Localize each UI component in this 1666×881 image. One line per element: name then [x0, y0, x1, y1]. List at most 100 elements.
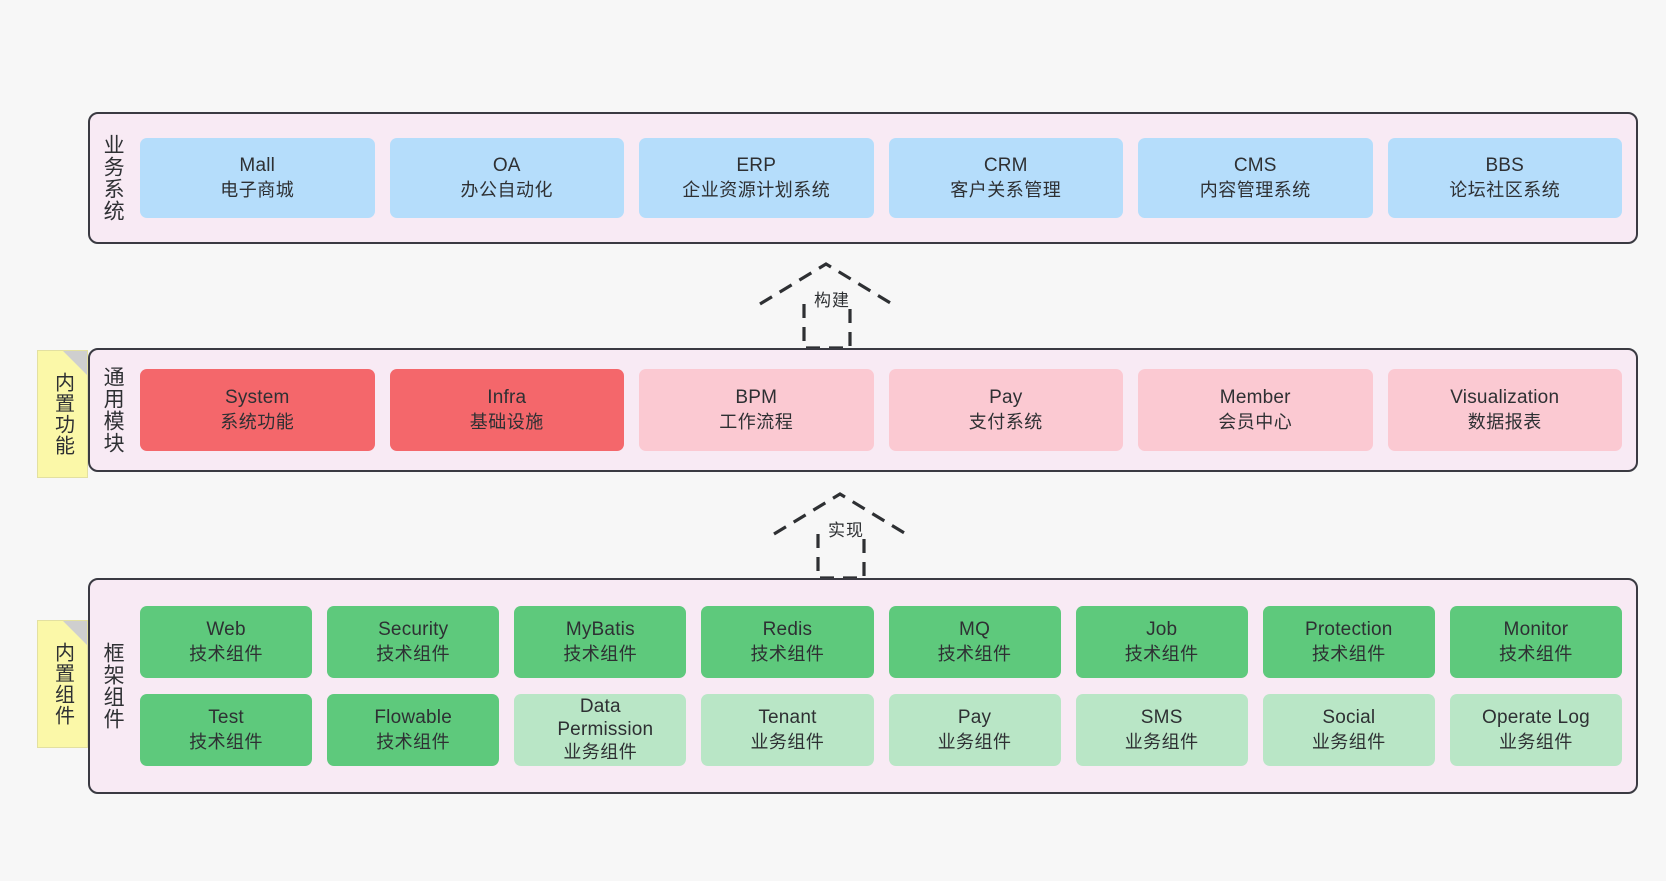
card-visualization-cn: 数据报表 — [1467, 411, 1542, 432]
card-web-cn: 技术组件 — [189, 643, 264, 664]
card-crm[interactable]: CRM 客户关系管理 — [888, 138, 1123, 218]
card-pay-module[interactable]: Pay 支付系统 — [888, 369, 1123, 451]
card-cms[interactable]: CMS 内容管理系统 — [1138, 138, 1373, 218]
card-mybatis-en: MyBatis — [565, 619, 635, 641]
card-flowable-en: Flowable — [374, 707, 452, 729]
card-protection-cn: 技术组件 — [1311, 643, 1386, 664]
card-job-en: Job — [1146, 619, 1178, 641]
card-erp[interactable]: ERP 企业资源计划系统 — [639, 138, 874, 218]
card-data-permission[interactable]: Data Permission 业务组件 — [514, 694, 687, 766]
card-flowable[interactable]: Flowable 技术组件 — [327, 694, 500, 766]
card-bbs-cn: 论坛社区系统 — [1449, 179, 1561, 200]
card-oa-en: OA — [492, 155, 521, 177]
build-arrowhead — [759, 262, 893, 306]
layer-title-business: 业务系统 — [101, 134, 125, 222]
card-sms-en: SMS — [1140, 707, 1183, 729]
card-erp-en: ERP — [736, 155, 777, 177]
framework-row-business: Test 技术组件 Flowable 技术组件 Data Permission … — [140, 694, 1622, 766]
card-job-cn: 技术组件 — [1124, 643, 1199, 664]
card-sms[interactable]: SMS 业务组件 — [1075, 694, 1248, 766]
card-mq-cn: 技术组件 — [937, 643, 1012, 664]
note-fold-corner-icon — [63, 351, 87, 375]
note-builtin-features-label: 内置功能 — [51, 372, 74, 456]
card-protection-en: Protection — [1305, 619, 1393, 641]
card-mall-cn: 电子商城 — [220, 179, 295, 200]
card-operate-log-cn: 业务组件 — [1498, 731, 1573, 752]
card-mybatis-cn: 技术组件 — [563, 643, 638, 664]
card-web[interactable]: Web 技术组件 — [140, 606, 313, 678]
card-mall[interactable]: Mall 电子商城 — [140, 138, 375, 218]
card-tenant-en: Tenant — [758, 707, 817, 729]
card-bbs[interactable]: BBS 论坛社区系统 — [1387, 138, 1622, 218]
card-member-en: Member — [1219, 387, 1291, 409]
card-job[interactable]: Job 技术组件 — [1075, 606, 1248, 678]
note-builtin-features: 内置功能 — [37, 350, 88, 478]
card-monitor-cn: 技术组件 — [1498, 643, 1573, 664]
card-pay-component-en: Pay — [957, 707, 992, 729]
layer-body-framework: Web 技术组件 Security 技术组件 MyBatis 技术组件 Redi… — [134, 580, 1636, 792]
card-test-cn: 技术组件 — [189, 731, 264, 752]
card-operate-log[interactable]: Operate Log 业务组件 — [1449, 694, 1622, 766]
card-security-en: Security — [378, 619, 449, 641]
card-protection[interactable]: Protection 技术组件 — [1262, 606, 1435, 678]
card-pay-module-en: Pay — [989, 387, 1023, 409]
card-data-permission-en: Data Permission — [557, 696, 654, 741]
connector-implement-label: 实现 — [828, 521, 864, 540]
card-infra-cn: 基础设施 — [469, 411, 544, 432]
card-monitor[interactable]: Monitor 技术组件 — [1449, 606, 1622, 678]
card-cms-en: CMS — [1233, 155, 1277, 177]
card-monitor-en: Monitor — [1503, 619, 1569, 641]
card-redis-cn: 技术组件 — [750, 643, 825, 664]
card-security-cn: 技术组件 — [376, 643, 451, 664]
card-redis[interactable]: Redis 技术组件 — [701, 606, 874, 678]
layer-body-business: Mall 电子商城 OA 办公自动化 ERP 企业资源计划系统 CRM 客户关系… — [134, 114, 1636, 242]
card-mq[interactable]: MQ 技术组件 — [888, 606, 1061, 678]
layer-framework-component: 框架组件 Web 技术组件 Security 技术组件 MyBatis 技术组件… — [88, 578, 1638, 794]
card-system-cn: 系统功能 — [220, 411, 295, 432]
card-visualization[interactable]: Visualization 数据报表 — [1387, 369, 1622, 451]
note-builtin-components-label: 内置组件 — [51, 642, 74, 726]
card-bpm-cn: 工作流程 — [719, 411, 794, 432]
card-crm-cn: 客户关系管理 — [950, 179, 1062, 200]
card-crm-en: CRM — [983, 155, 1028, 177]
card-social-en: Social — [1322, 707, 1376, 729]
card-operate-log-en: Operate Log — [1482, 707, 1590, 729]
layer-common-module: 通用模块 System 系统功能 Infra 基础设施 BPM 工作流程 Pay… — [88, 348, 1638, 472]
card-social[interactable]: Social 业务组件 — [1262, 694, 1435, 766]
card-visualization-en: Visualization — [1450, 387, 1560, 409]
card-member[interactable]: Member 会员中心 — [1138, 369, 1373, 451]
card-sms-cn: 业务组件 — [1124, 731, 1199, 752]
card-bbs-en: BBS — [1485, 155, 1525, 177]
card-infra[interactable]: Infra 基础设施 — [389, 369, 624, 451]
card-bpm-en: BPM — [735, 387, 778, 409]
card-tenant-cn: 业务组件 — [750, 731, 825, 752]
card-erp-cn: 企业资源计划系统 — [682, 179, 831, 200]
card-mybatis[interactable]: MyBatis 技术组件 — [514, 606, 687, 678]
card-system[interactable]: System 系统功能 — [140, 369, 375, 451]
card-data-permission-cn: 业务组件 — [563, 742, 638, 762]
card-test[interactable]: Test 技术组件 — [140, 694, 313, 766]
card-system-en: System — [224, 387, 290, 409]
layer-body-common: System 系统功能 Infra 基础设施 BPM 工作流程 Pay 支付系统… — [134, 350, 1636, 470]
card-infra-en: Infra — [487, 387, 527, 409]
card-mall-en: Mall — [239, 155, 276, 177]
connector-build: 构建 — [758, 258, 908, 350]
layer-title-common: 通用模块 — [101, 366, 125, 454]
card-pay-component[interactable]: Pay 业务组件 — [888, 694, 1061, 766]
card-redis-en: Redis — [762, 619, 813, 641]
note-builtin-components: 内置组件 — [37, 620, 88, 748]
layer-business-system: 业务系统 Mall 电子商城 OA 办公自动化 ERP 企业资源计划系统 CRM… — [88, 112, 1638, 244]
card-test-en: Test — [208, 707, 244, 729]
implement-arrowhead — [773, 492, 907, 536]
note-fold-corner-icon — [63, 621, 87, 645]
framework-row-tech: Web 技术组件 Security 技术组件 MyBatis 技术组件 Redi… — [140, 606, 1622, 678]
connector-implement: 实现 — [772, 488, 922, 580]
connector-build-label: 构建 — [814, 291, 850, 310]
card-cms-cn: 内容管理系统 — [1199, 179, 1311, 200]
card-security[interactable]: Security 技术组件 — [327, 606, 500, 678]
card-mq-en: MQ — [959, 619, 991, 641]
card-oa[interactable]: OA 办公自动化 — [389, 138, 624, 218]
card-tenant[interactable]: Tenant 业务组件 — [701, 694, 874, 766]
card-bpm[interactable]: BPM 工作流程 — [639, 369, 874, 451]
